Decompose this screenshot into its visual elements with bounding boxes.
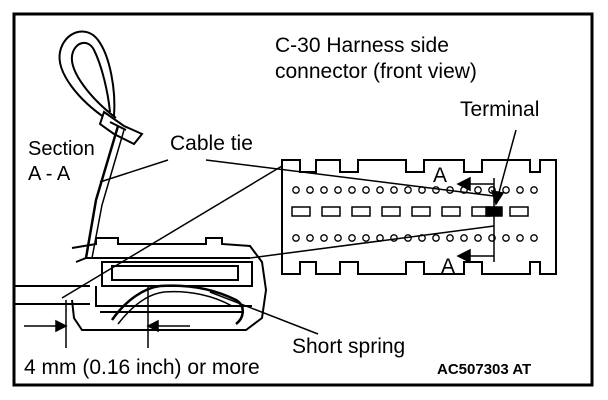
leader-lines (61, 129, 517, 335)
cable-tie-label: Cable tie (170, 132, 253, 155)
connector-title-line2: connector (front view) (275, 60, 477, 83)
section-marker-bottom: A (441, 255, 456, 278)
connector-section (14, 237, 268, 348)
section-label-line1: Section (28, 138, 95, 160)
connector-front-view (281, 159, 557, 275)
pin-row-middle (291, 206, 529, 217)
figure-code: AC507303 AT (437, 361, 532, 378)
dimension-label: 4 mm (0.16 inch) or more (24, 356, 260, 379)
connector-title-line1: C-30 Harness side (275, 34, 449, 57)
terminal-label: Terminal (460, 98, 540, 121)
short-spring-label: Short spring (292, 335, 406, 358)
section-label-line2: A - A (28, 163, 71, 185)
section-marker-top: A (433, 164, 448, 187)
pin-row-top (292, 186, 538, 194)
cable-tie-illustration (58, 30, 144, 259)
dimension-arrows (24, 319, 190, 333)
frame-border (12, 12, 594, 387)
